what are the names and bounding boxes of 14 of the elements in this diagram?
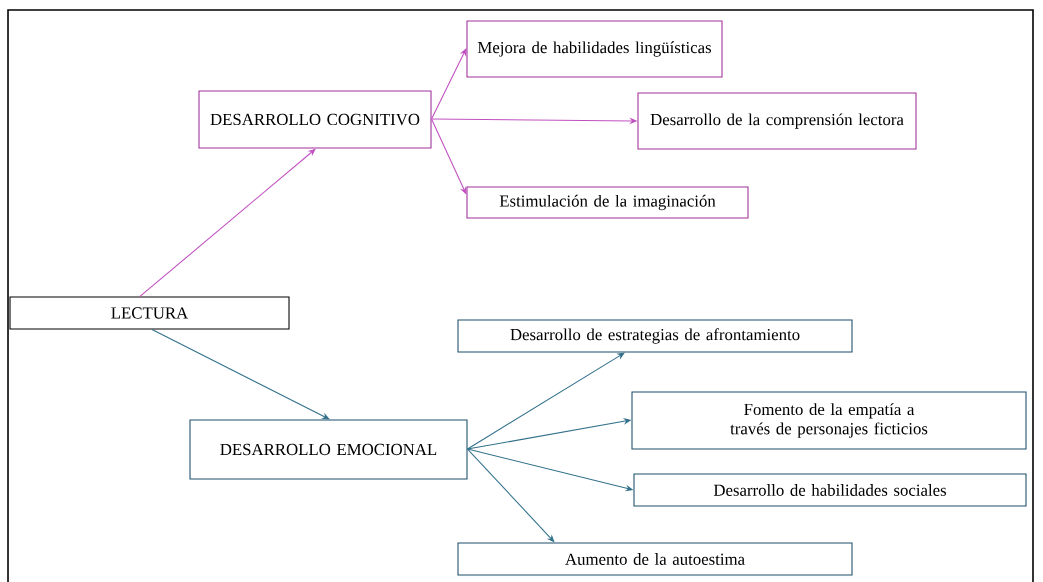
topic-box: LECTURA [9,296,290,330]
category-box: DESARROLLO EMOCIONAL [189,419,468,480]
content-box: Desarrollo de estrategias de afrontamiento [457,319,853,353]
arrow [467,352,625,450]
content-box: Fomento de la empatía a través de personajes ficticios [631,391,1027,450]
content-box: Estimulación de la imaginación [466,186,749,219]
content-box: Desarrollo de habilidades sociales [633,473,1027,507]
content-box: Mejora de habilidades lingüísticas [466,20,723,78]
content-box: Aumento de la autoestima [457,542,853,576]
arrow [139,148,316,297]
arrow [151,329,330,420]
category-box: DESARROLLO COGNITIVO [198,90,432,149]
content-box: Desarrollo de la comprensión lectora [637,92,917,150]
arrow [431,48,467,120]
